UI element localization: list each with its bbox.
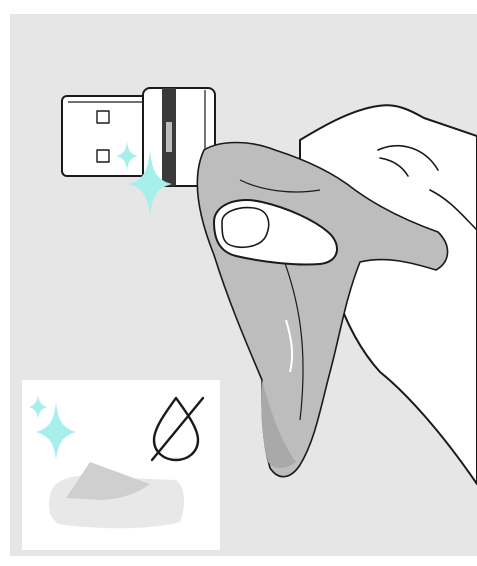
usb-dongle-icon (62, 88, 215, 186)
